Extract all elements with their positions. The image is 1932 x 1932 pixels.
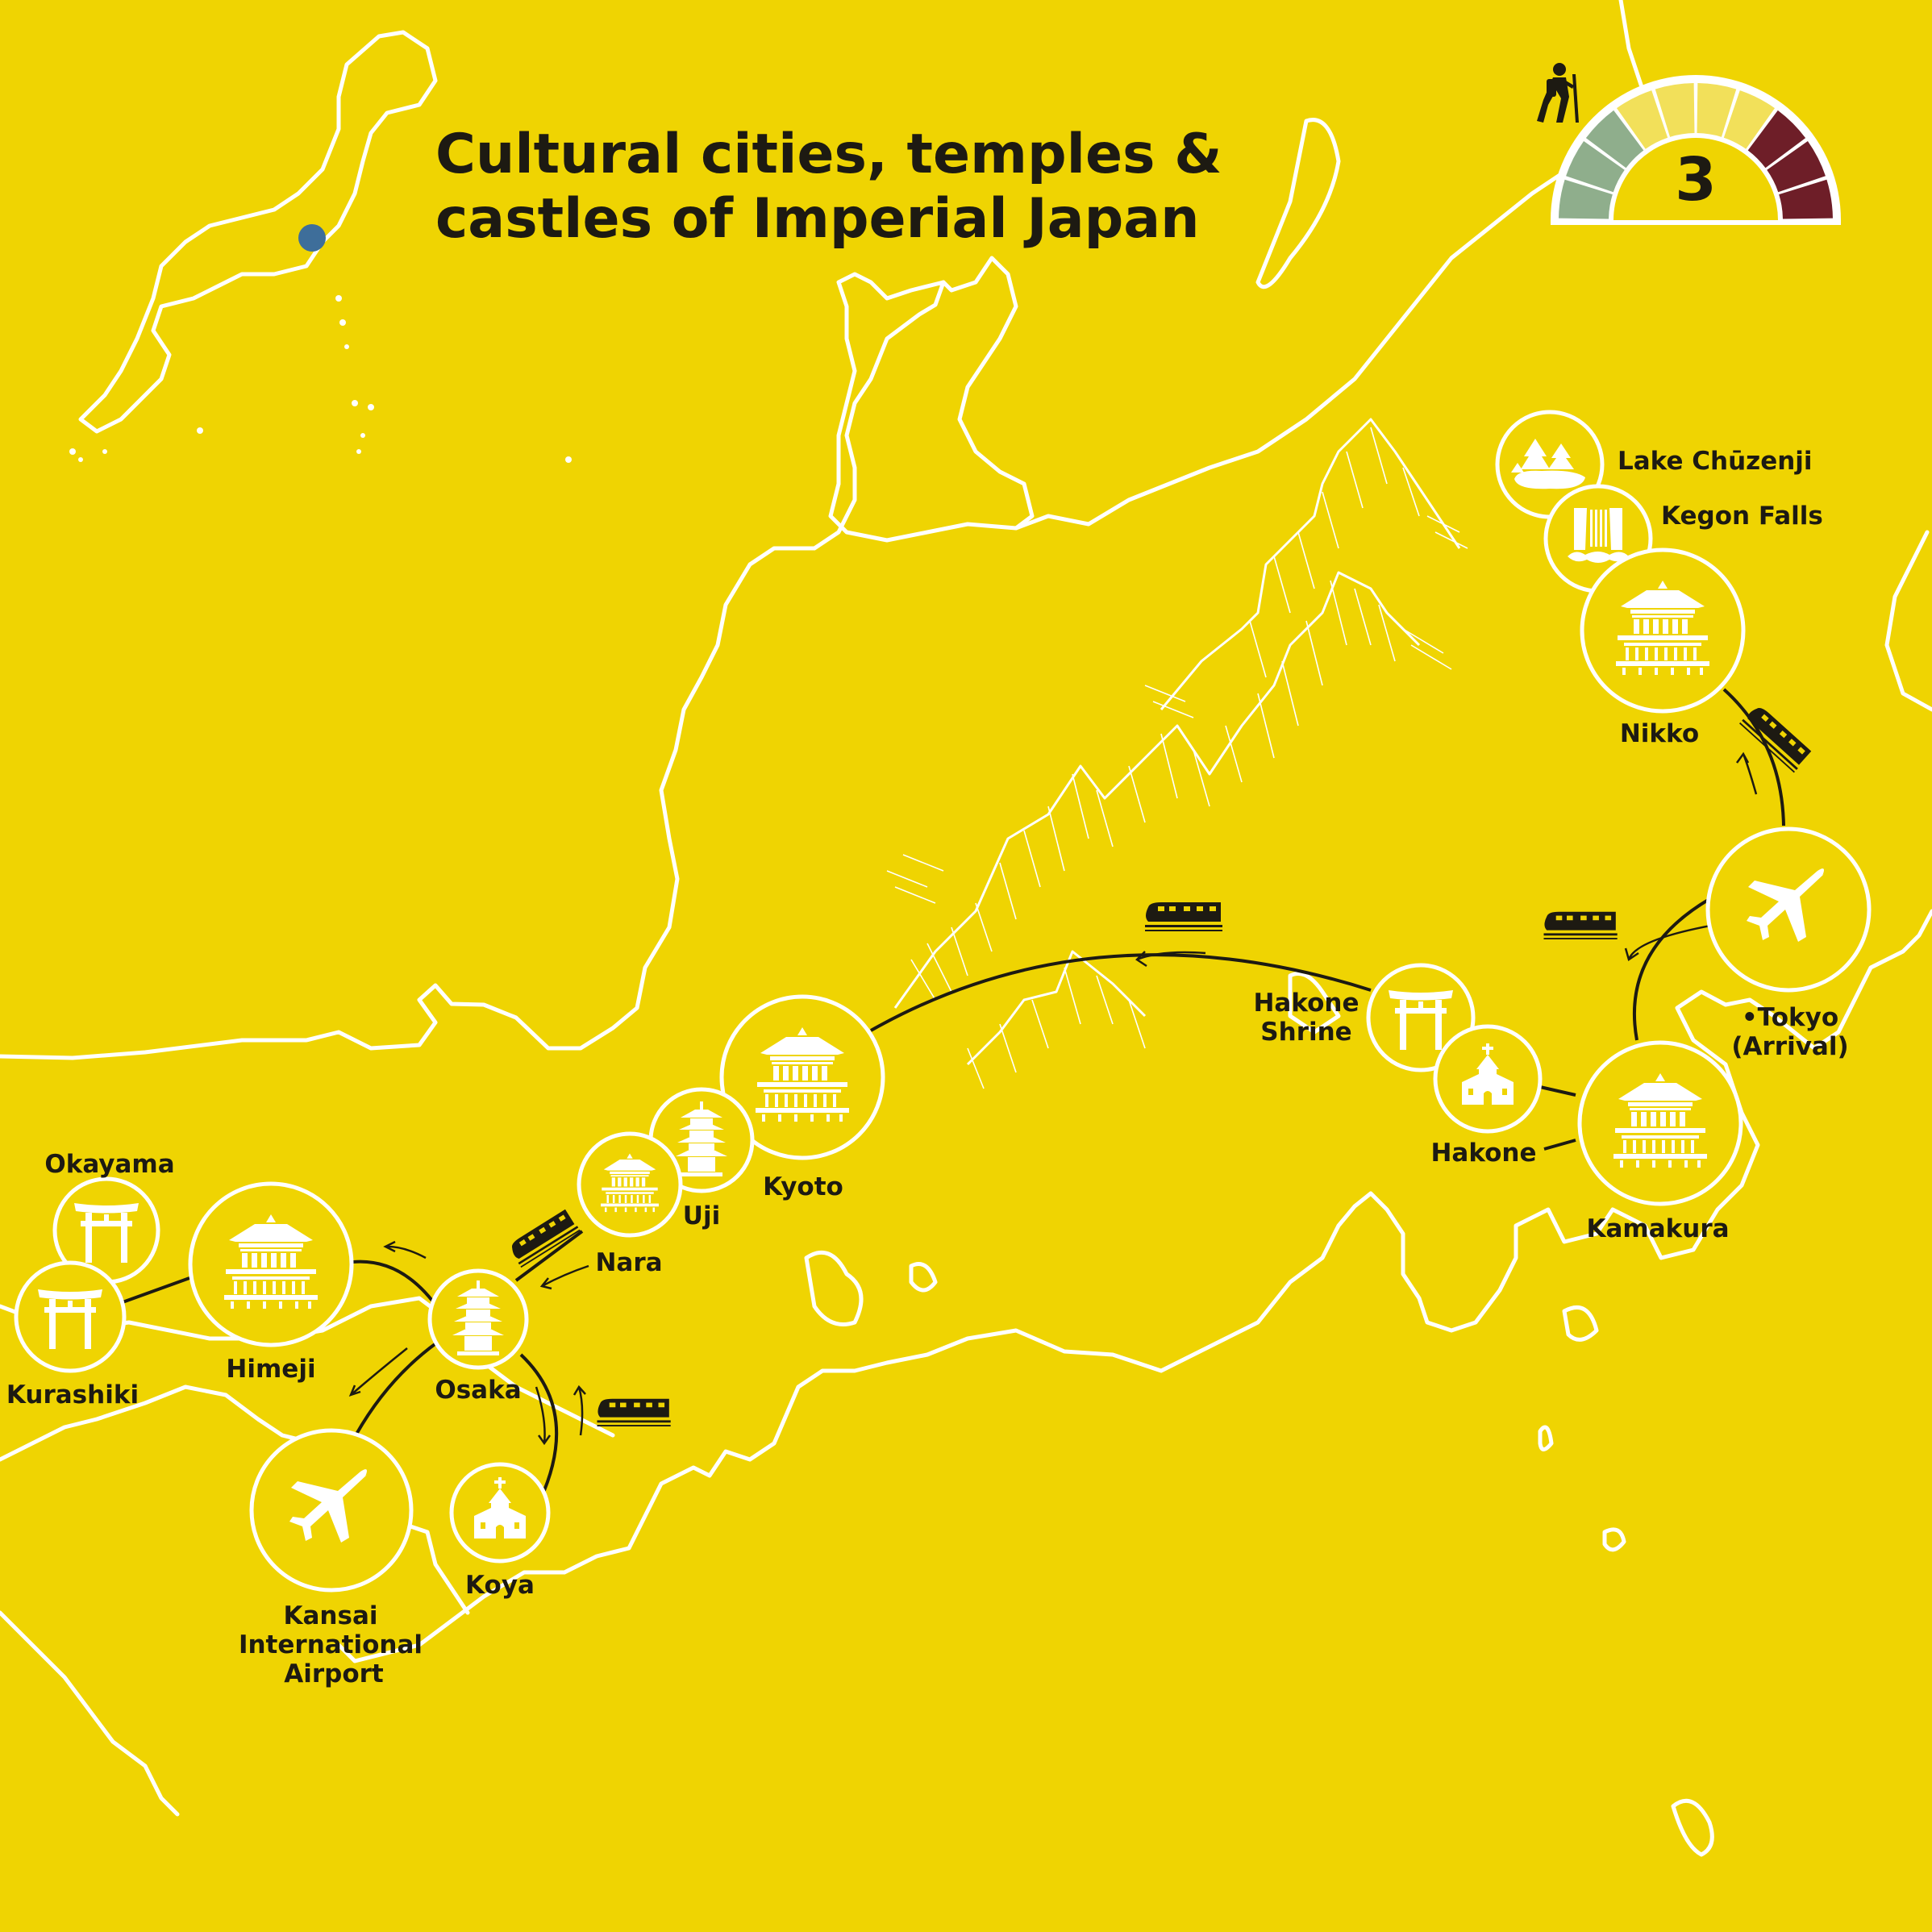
label-lake-chuzenji: Lake Chūzenji xyxy=(1618,447,1813,476)
gauge-base xyxy=(1551,220,1841,225)
label-hakone-shrine: Hakone xyxy=(1253,989,1359,1018)
map-title-line-1: Cultural cities, temples & xyxy=(435,123,1222,186)
label-kegon-falls: Kegon Falls xyxy=(1661,502,1823,531)
hiker-icon xyxy=(1537,63,1579,123)
gauge-segment xyxy=(1559,179,1613,219)
gauge-segment xyxy=(1617,90,1668,149)
label-hakone: Hakone xyxy=(1430,1139,1536,1168)
train-icon xyxy=(1738,702,1813,773)
label-kamakura: Kamakura xyxy=(1586,1214,1729,1243)
gauge-segment xyxy=(1566,141,1625,193)
label-nikko: Nikko xyxy=(1620,719,1699,748)
label-tokyo-arrival: (Arrival) xyxy=(1731,1032,1848,1061)
place-himeji[interactable] xyxy=(188,1181,354,1347)
place-kamakura[interactable] xyxy=(1577,1040,1743,1206)
difficulty-gauge xyxy=(1551,75,1841,225)
label-kurashiki: Kurashiki xyxy=(6,1380,139,1409)
label-uji: Uji xyxy=(683,1201,720,1230)
train-icon xyxy=(597,1398,671,1426)
place-osaka[interactable] xyxy=(427,1268,529,1370)
label-hakone-shrine-2: Shrine xyxy=(1260,1018,1351,1047)
gauge-segment xyxy=(1697,83,1737,137)
gauge-segment xyxy=(1585,110,1644,169)
label-kansai-3: Airport xyxy=(284,1659,384,1688)
place-tokyo[interactable] xyxy=(1705,827,1872,993)
gauge-segment xyxy=(1767,141,1826,193)
label-himeji: Himeji xyxy=(226,1355,315,1384)
train-icon xyxy=(1543,911,1618,939)
gauge-segment xyxy=(1747,110,1806,169)
train-icon xyxy=(1145,902,1222,931)
place-hakone[interactable] xyxy=(1433,1024,1543,1134)
difficulty-level: 3 xyxy=(1675,145,1717,214)
label-koya: Koya xyxy=(465,1571,535,1600)
place-nikko[interactable] xyxy=(1580,548,1746,714)
label-kyoto: Kyoto xyxy=(763,1172,843,1201)
label-tokyo: •Tokyo xyxy=(1742,1003,1838,1032)
locator-map xyxy=(69,30,572,463)
place-nara[interactable] xyxy=(577,1131,683,1238)
gauge-center xyxy=(1613,138,1778,220)
label-kansai: Kansai xyxy=(283,1601,377,1630)
label-osaka: Osaka xyxy=(435,1376,521,1405)
place-kansai-airport[interactable] xyxy=(249,1428,414,1593)
place-koya[interactable] xyxy=(449,1462,551,1564)
gauge-segment xyxy=(1655,83,1695,137)
label-okayama: Okayama xyxy=(44,1150,174,1179)
gauge-segment xyxy=(1779,179,1833,219)
mountain-range xyxy=(886,418,1468,1089)
place-kurashiki[interactable] xyxy=(14,1260,127,1373)
place-kyoto[interactable] xyxy=(719,994,885,1160)
label-nara: Nara xyxy=(595,1248,662,1277)
map-title-line-2: castles of Imperial Japan xyxy=(435,187,1200,251)
gauge-segment xyxy=(1723,90,1775,149)
label-kansai-2: International xyxy=(239,1630,423,1659)
locator-dot xyxy=(298,224,326,252)
